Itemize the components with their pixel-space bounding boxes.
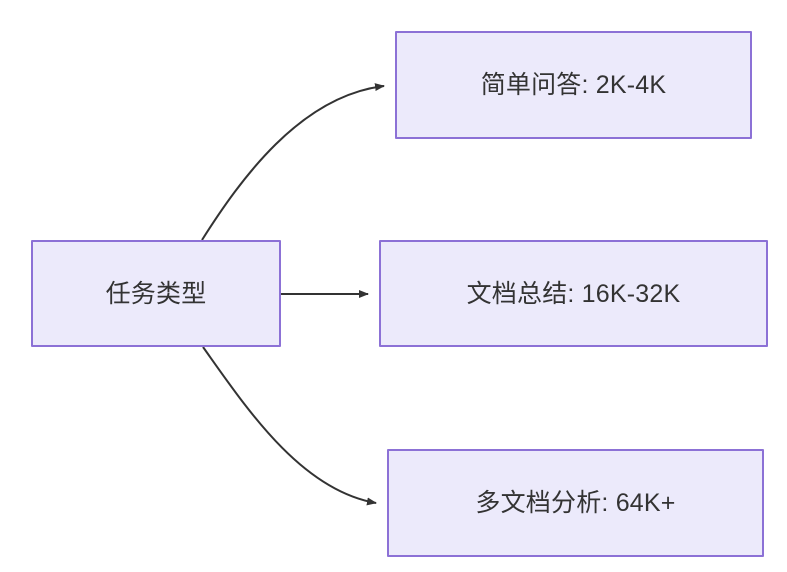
node-task-type[interactable]: 任务类型 [31, 240, 281, 347]
node-document-summary[interactable]: 文档总结: 16K-32K [379, 240, 768, 347]
node-label: 文档总结: 16K-32K [466, 279, 681, 308]
node-label: 简单问答: 2K-4K [480, 71, 667, 99]
node-label: 任务类型 [105, 279, 207, 308]
edge-source-to-multidoc [202, 346, 377, 506]
node-simple-qa[interactable]: 简单问答: 2K-4K [395, 31, 752, 139]
node-multi-document-analysis[interactable]: 多文档分析: 64K+ [387, 449, 764, 557]
node-label: 多文档分析: 64K+ [475, 489, 676, 517]
edge-source-to-simple [201, 83, 385, 241]
